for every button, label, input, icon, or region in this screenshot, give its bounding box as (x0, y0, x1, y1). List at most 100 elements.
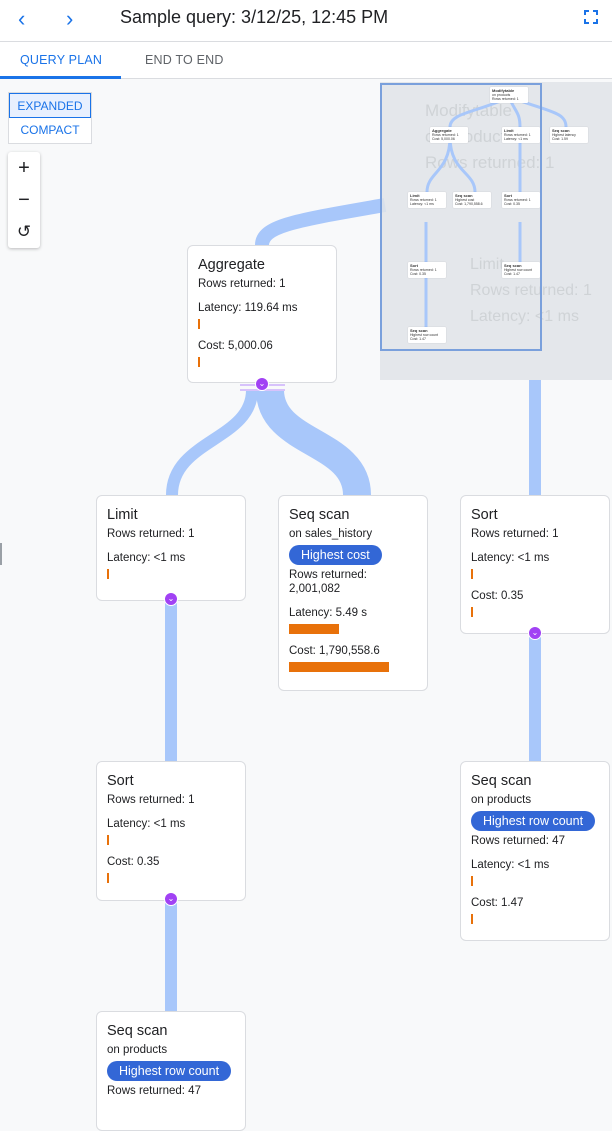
node-cost: Cost: 0.35 (107, 856, 160, 868)
expand-chevron-icon[interactable]: ⌄ (528, 626, 542, 640)
minimap-node-line: Highest row count (504, 268, 533, 272)
node-cost: Cost: 5,000.06 (198, 340, 273, 352)
node-rows-returned: Rows returned: 1 (198, 278, 286, 290)
node-title: Seq scan (289, 507, 350, 523)
latency-bar (107, 569, 109, 579)
node-table: on products (107, 1044, 168, 1056)
zoom-out-button[interactable]: − (18, 189, 30, 211)
latency-bar (289, 624, 339, 634)
minimap-node-line: Highest latency (552, 133, 576, 137)
cost-bar (471, 607, 473, 617)
latency-bar (471, 876, 473, 886)
node-title: Limit (107, 507, 138, 523)
minimap-node-line: Highest cost (455, 198, 475, 202)
node-latency: Latency: 119.64 ms (198, 302, 298, 314)
tab-bar: QUERY PLAN END TO END (0, 42, 612, 79)
minimap-node-title: Seq scan (552, 128, 570, 133)
edge-root-aggregate (255, 198, 387, 247)
tab-query-plan[interactable]: QUERY PLAN (20, 53, 103, 67)
minimap-node-line: Rows returned: 1 (504, 198, 531, 202)
minimap-node-title: Seq scan (455, 193, 473, 198)
page-title: Sample query: 3/12/25, 12:45 PM (120, 7, 389, 27)
minimap-node-line: Cost: 1.59 (552, 137, 568, 141)
minimap-node-line: Cost: 0.35 (504, 202, 520, 206)
minimap-node-line: Rows returned: 1 (504, 133, 531, 137)
expand-chevron-icon[interactable]: ⌄ (164, 592, 178, 606)
minimap-node-line: Rows returned: 1 (410, 198, 437, 202)
view-toggle: EXPANDED COMPACT (8, 92, 92, 144)
minimap-node-title: Seq scan (504, 263, 522, 268)
header: ‹ › Sample query: 3/12/25, 12:45 PM (0, 0, 612, 42)
minimap-node-line: Cost: 1,790,558.6 (455, 202, 483, 206)
minimap-node-line: Highest row count (410, 333, 439, 337)
active-tab-indicator (0, 76, 121, 79)
minimap-node-line: Cost: 1.47 (410, 337, 426, 341)
minimap-node-line: Latency: <1 ms (504, 137, 528, 141)
node-rows-returned: Rows returned: 47 (107, 1085, 201, 1097)
minimap-viewport[interactable] (380, 83, 542, 351)
node-badge: Highest row count (107, 1061, 232, 1081)
node-latency: Latency: <1 ms (107, 818, 186, 830)
ghost-rows: Rows returned: 1 (425, 153, 555, 172)
expanded-button[interactable]: EXPANDED (9, 93, 91, 118)
chevron-left-icon[interactable]: ‹ (18, 6, 26, 31)
node-title: Sort (471, 507, 498, 523)
ghost-latency: Latency: <1 ms (470, 308, 579, 325)
minimap-node-title: Aggregate (432, 128, 452, 133)
minimap-node-line: Rows returned: 1 (492, 97, 519, 101)
minimap-node-line: on products (492, 93, 511, 97)
node-cost: Cost: 0.35 (471, 590, 524, 602)
node-title: Seq scan (107, 1023, 168, 1039)
chevron-right-icon[interactable]: › (66, 6, 74, 31)
minimap[interactable]: Modifytable on products Rows returned: 1… (380, 82, 612, 380)
node-latency: Latency: <1 ms (471, 552, 550, 564)
minimap-node-line: Cost: 0.35 (410, 272, 426, 276)
zoom-controls: + − ↺ (8, 152, 40, 248)
expand-chevron-icon[interactable]: ⌄ (164, 892, 178, 906)
latency-bar (107, 835, 109, 845)
minimap-node-title: Limit (410, 193, 420, 198)
node-rows-returned: Rows returned: 1 (471, 528, 559, 540)
node-cost: Cost: 1.47 (471, 897, 524, 909)
minimap-node-line: Latency: <1 ms (410, 202, 434, 206)
minimap-node-title: Modifytable (492, 88, 515, 93)
node-table: on products (471, 794, 532, 806)
node-latency: Latency: <1 ms (471, 859, 550, 871)
expand-chevron-icon[interactable]: ⌄ (255, 377, 269, 391)
ghost-title: Limit (470, 256, 504, 273)
reset-zoom-button[interactable]: ↺ (16, 222, 32, 241)
node-latency: Latency: 5.49 s (289, 607, 367, 619)
fullscreen-icon[interactable] (584, 10, 598, 24)
latency-bar (198, 319, 200, 329)
node-title: Aggregate (198, 257, 265, 273)
node-title: Seq scan (471, 773, 532, 789)
cost-bar (198, 357, 200, 367)
node-cost: Cost: 1,790,558.6 (289, 645, 380, 657)
scrollbar[interactable] (0, 543, 2, 565)
tab-end-to-end[interactable]: END TO END (145, 53, 224, 67)
node-badge: Highest cost (289, 545, 382, 565)
zoom-in-button[interactable]: + (18, 157, 30, 179)
node-rows-returned: Rows returned: 1 (107, 794, 195, 806)
compact-button[interactable]: COMPACT (20, 123, 80, 137)
node-latency: Latency: <1 ms (107, 552, 186, 564)
edge-aggregate-seqscan (256, 388, 371, 497)
minimap-node-line: Rows returned: 1 (410, 268, 437, 272)
cost-bar (107, 873, 109, 883)
latency-bar (471, 569, 473, 579)
